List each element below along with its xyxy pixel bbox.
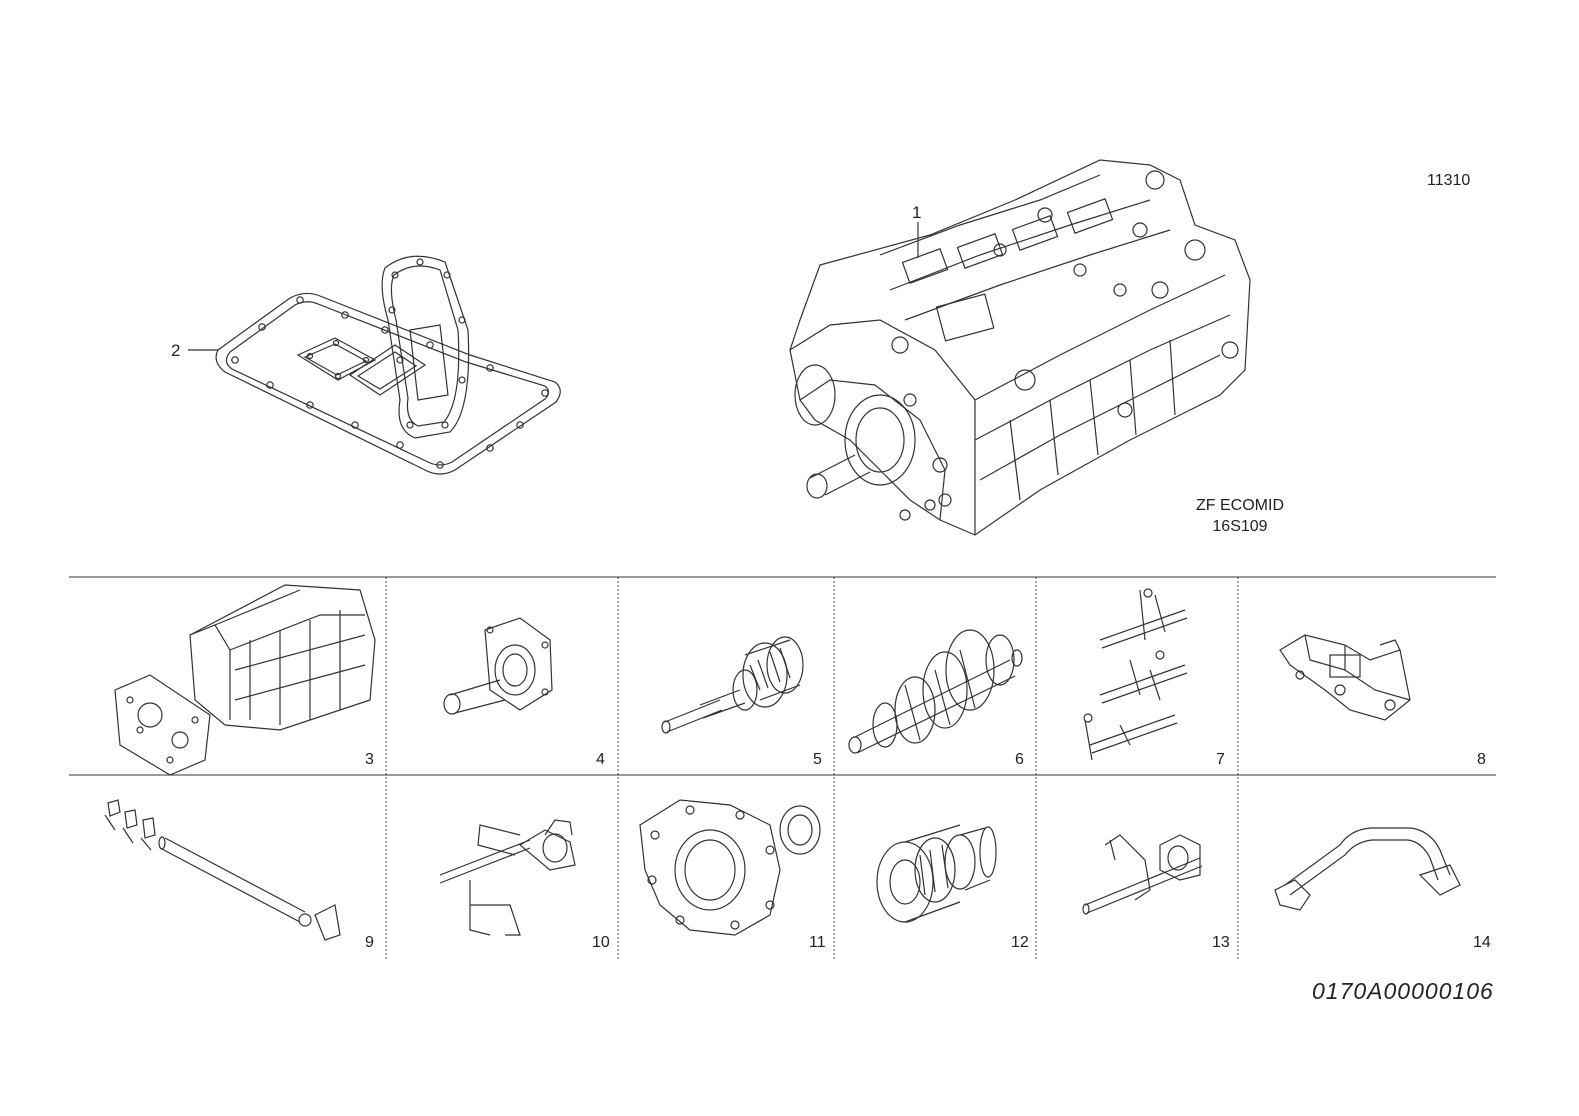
shift-fork-shaft-icon (1082, 834, 1203, 915)
parts-grid (69, 576, 1496, 960)
part-number-12: 12 (1011, 934, 1029, 951)
part-number-7: 7 (1216, 751, 1225, 768)
gasket-kit-drawing (188, 255, 561, 475)
part-number-9: 9 (365, 934, 374, 951)
callout-1: 1 (912, 203, 922, 222)
part-number-3: 3 (365, 751, 374, 768)
gearbox-housing-icon (114, 584, 376, 776)
drawing-code: 0170A00000106 (1312, 978, 1494, 1004)
part-number-13: 13 (1212, 934, 1230, 951)
part-number-6: 6 (1015, 751, 1024, 768)
selector-shaft-icon (104, 799, 341, 941)
input-shaft-cover-icon (443, 617, 553, 715)
input-shaft-icon (661, 636, 804, 734)
model-code: 16S109 (1212, 518, 1268, 535)
part-number-11: 11 (809, 934, 826, 951)
clutch-housing-icon (639, 799, 821, 936)
shift-rail-set-icon (1083, 588, 1188, 761)
drawing-ref-number: 11310 (1427, 172, 1471, 189)
model-label: ZF ECOMID 16S109 (1180, 495, 1300, 537)
part-number-5: 5 (813, 751, 822, 768)
part-number-10: 10 (592, 934, 610, 951)
part-number-8: 8 (1477, 751, 1486, 768)
gearbox-drawing (789, 159, 1251, 536)
model-name: ZF ECOMID (1196, 497, 1284, 514)
shift-lever-shaft-icon (439, 819, 576, 936)
part-number-4: 4 (596, 751, 605, 768)
main-shaft-icon (848, 629, 1023, 754)
shift-module-icon (1279, 634, 1411, 721)
pipe-bracket-icon (1274, 827, 1461, 911)
countershaft-gear-icon (876, 824, 997, 923)
callout-2: 2 (171, 341, 181, 360)
part-number-14: 14 (1473, 934, 1491, 951)
